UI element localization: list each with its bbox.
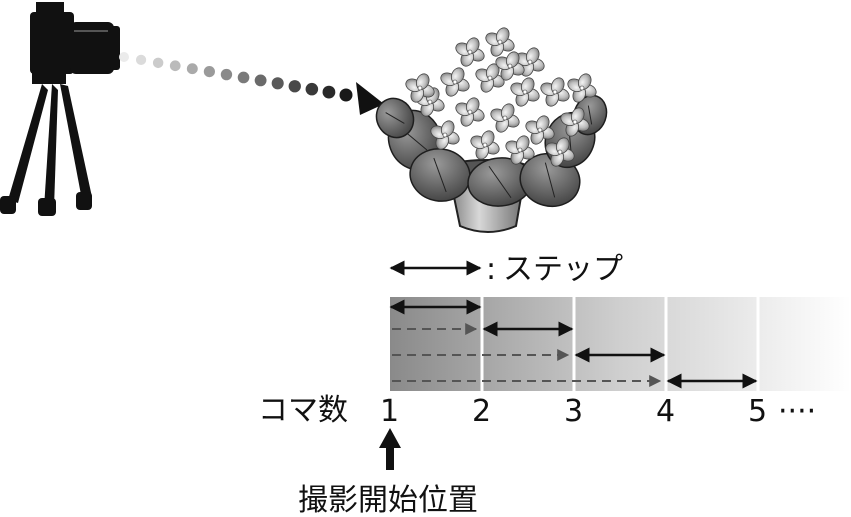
petal-center: [467, 109, 473, 115]
flower-pot-icon: [375, 27, 608, 233]
petal-center: [487, 75, 493, 81]
motion-dot: [288, 80, 301, 93]
focus-band: [389, 297, 851, 391]
focus-band-bg: [390, 297, 851, 391]
petal-center: [507, 63, 513, 69]
motion-dot: [271, 77, 284, 90]
up-arrow-icon: [379, 428, 401, 470]
petal-center: [537, 127, 543, 133]
step-legend: : ステップ: [389, 252, 623, 287]
motion-dot: [203, 66, 215, 78]
ellipsis: ····: [778, 394, 816, 429]
motion-dot: [152, 57, 164, 69]
leaf-vein: [433, 157, 447, 193]
petal-center: [579, 85, 585, 91]
petal-center: [452, 79, 458, 85]
frame-number-3: 3: [564, 394, 583, 429]
frame-number-2: 2: [472, 394, 491, 429]
frames-label: コマ数: [258, 393, 348, 428]
petal-center: [522, 89, 528, 95]
motion-dot: [237, 71, 250, 84]
leaf-vein: [587, 105, 593, 125]
step-legend-colon: :: [486, 252, 496, 287]
start-position: 撮影開始位置: [298, 428, 478, 517]
petal-center: [552, 89, 558, 95]
petal-center: [427, 99, 433, 105]
frame-number-4: 4: [656, 394, 675, 429]
motion-dot: [254, 74, 267, 87]
petal-center: [572, 119, 578, 125]
motion-dot: [186, 63, 198, 75]
motion-dot: [169, 60, 181, 72]
leaf-vein: [544, 162, 556, 198]
frame-count-row: コマ数 1 2 3 4 5 ····: [258, 393, 816, 429]
motion-arrow-head: [356, 82, 384, 115]
tripod-icon: [0, 70, 92, 216]
frame-number-1: 1: [380, 394, 399, 429]
start-position-label: 撮影開始位置: [298, 483, 478, 517]
petal-center: [482, 142, 488, 148]
frame-number-5: 5: [748, 394, 767, 429]
petal-center: [442, 132, 448, 138]
camera-icon: [30, 2, 120, 74]
petal-center: [467, 49, 473, 55]
petal-center: [502, 115, 508, 121]
step-legend-label: ステップ: [503, 252, 623, 287]
motion-dot: [339, 88, 353, 102]
motion-dot: [305, 82, 319, 96]
leaf-vein: [488, 165, 512, 199]
motion-dot: [119, 52, 129, 62]
motion-dots-arrow: [119, 52, 384, 115]
leaf-vein: [385, 112, 405, 124]
petal-center: [417, 85, 423, 91]
petal-center: [557, 149, 563, 155]
petal-center: [517, 147, 523, 153]
motion-dot: [220, 68, 233, 81]
petal-center: [497, 39, 503, 45]
motion-dot: [135, 54, 147, 66]
petal-center: [527, 59, 533, 65]
motion-dot: [322, 85, 336, 99]
